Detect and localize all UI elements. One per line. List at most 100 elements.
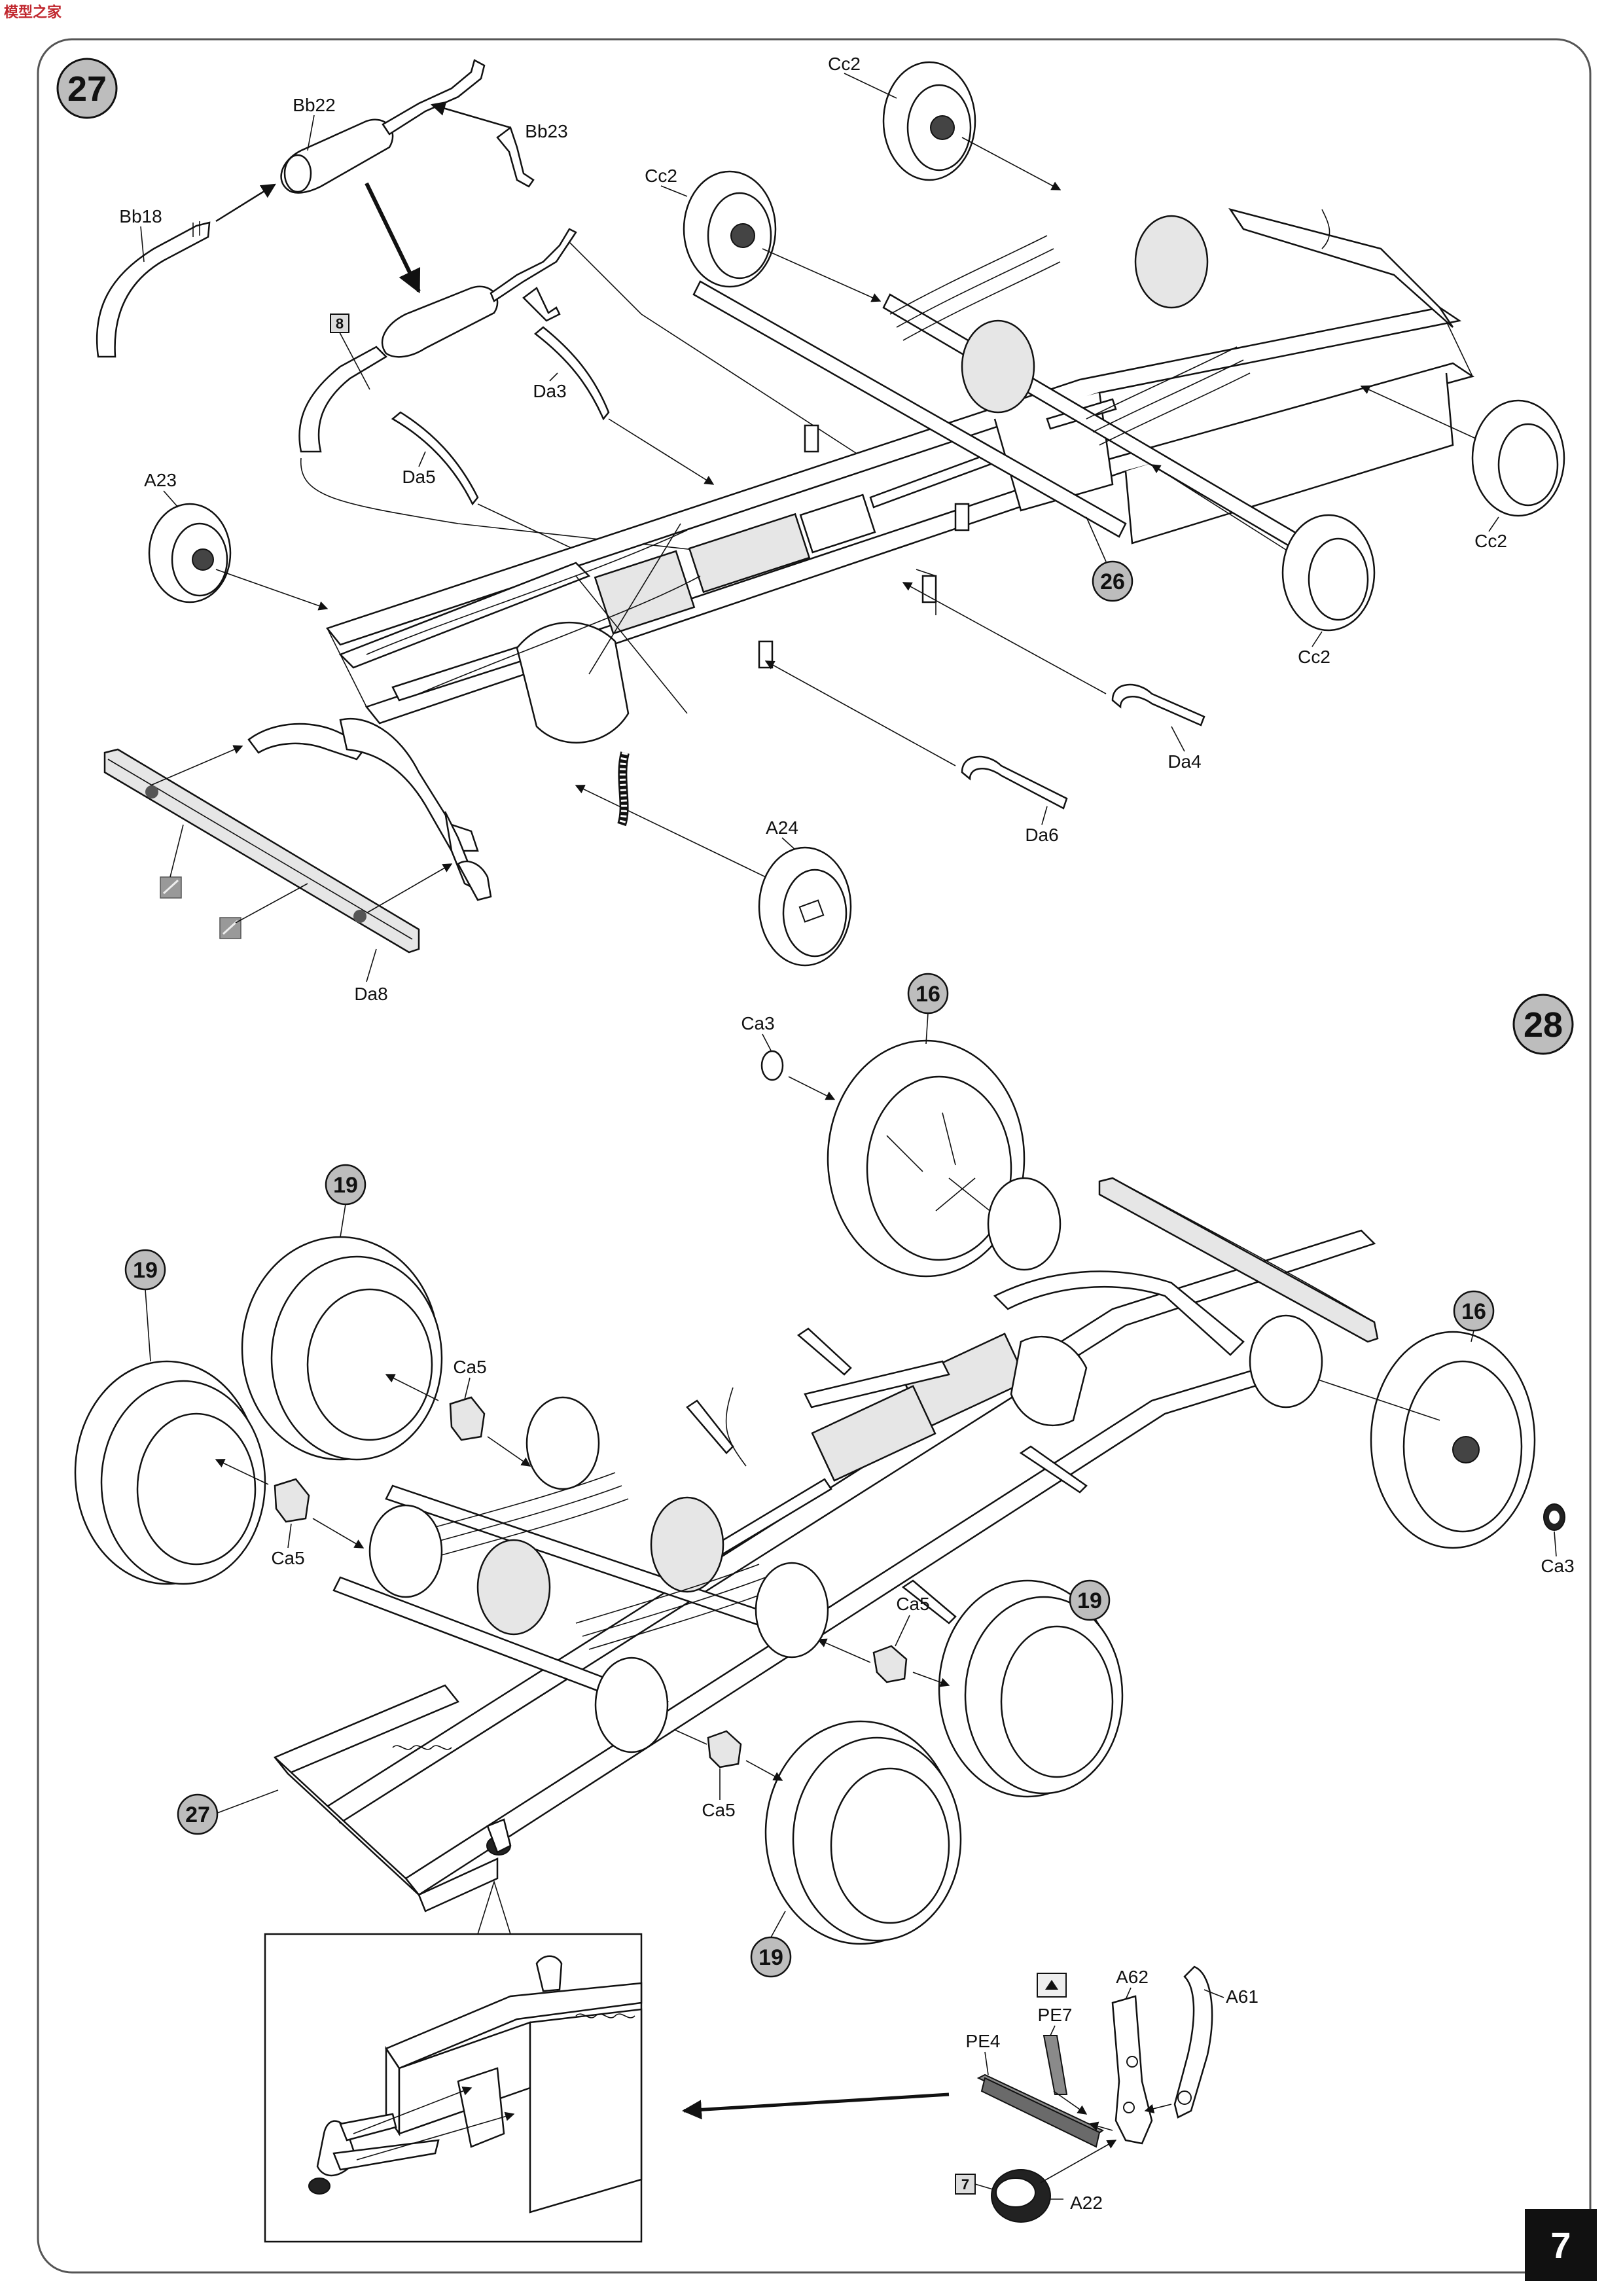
wheel-16-right xyxy=(1370,1331,1536,1549)
arrow-inset-1 xyxy=(353,2086,473,2134)
label-cc2-top: Cc2 xyxy=(828,54,861,74)
part-a22-hubcap xyxy=(991,2169,1051,2223)
part-bb18-exhaust-pipe xyxy=(96,221,211,358)
part-ca3-hubcap-right xyxy=(1543,1503,1565,1531)
chassis-frame-28 xyxy=(273,1177,1379,1912)
arrow-pe7 xyxy=(1053,2090,1088,2115)
wheel-19-left-front xyxy=(74,1360,266,1585)
part-ca5-hub-c xyxy=(872,1645,908,1683)
part-da3-fender-bracket xyxy=(534,326,610,421)
arrow-ca5-b-out xyxy=(215,1459,269,1485)
label-da3: Da3 xyxy=(533,381,566,401)
detail-inset-drawing xyxy=(308,1955,643,2214)
arrow-da8-right xyxy=(366,863,453,914)
leader-exhaust-to-frame xyxy=(300,457,694,550)
label-leaders-27 xyxy=(140,73,1499,850)
label-pe7: PE7 xyxy=(1038,2005,1073,2025)
part-da4-bracket xyxy=(1111,683,1205,726)
label-pe4: PE4 xyxy=(966,2031,1001,2051)
label-a61: A61 xyxy=(1226,1986,1258,2007)
wheel-16-top xyxy=(827,1039,1026,1278)
step-28-badge: 28 xyxy=(1512,994,1574,1055)
photo-etch-icon xyxy=(1037,1973,1067,1998)
ref-circle-19-a: 19 xyxy=(325,1164,366,1206)
part-cc2-rear-wheel-left xyxy=(683,170,777,288)
leader-16-top xyxy=(925,1013,929,1045)
ref-circle-16-top: 16 xyxy=(907,973,949,1014)
front-axle-assembly xyxy=(247,717,492,901)
part-a61-hook xyxy=(1173,1965,1213,2119)
label-ca5-c: Ca5 xyxy=(896,1594,929,1614)
wheel-19-left-back xyxy=(241,1236,443,1461)
arrow-ca5-d-out xyxy=(745,1760,783,1781)
arrow-a23 xyxy=(215,569,329,611)
label-ca3-top: Ca3 xyxy=(741,1013,774,1033)
part-bb23-bracket xyxy=(496,126,535,188)
ref-circle-19-d: 19 xyxy=(750,1936,792,1978)
label-a24: A24 xyxy=(766,817,798,838)
part-a23-front-wheel xyxy=(148,503,232,603)
square-ref-7: 7 xyxy=(955,2174,976,2195)
arrow-to-inset xyxy=(682,2092,950,2120)
part-da8-front-bumper xyxy=(103,748,420,954)
svg-text:7: 7 xyxy=(961,2176,969,2193)
svg-text:19: 19 xyxy=(758,1945,783,1970)
svg-text:27: 27 xyxy=(185,1803,210,1827)
label-ca3-right: Ca3 xyxy=(1541,1556,1574,1576)
arrow-bb23 xyxy=(430,101,511,129)
arrow-cc2-right xyxy=(1360,385,1476,439)
leaders-da8 xyxy=(169,824,377,982)
svg-text:26: 26 xyxy=(1100,569,1125,594)
leader-square8 xyxy=(339,332,370,390)
ref-circle-26: 26 xyxy=(1092,560,1133,602)
label-a22: A22 xyxy=(1070,2193,1103,2213)
part-ca3-hubcap-top xyxy=(760,1050,784,1081)
part-ca5-hub-a xyxy=(449,1396,486,1441)
arrow-inset-2 xyxy=(356,2111,515,2161)
label-cc2-left: Cc2 xyxy=(645,166,677,186)
svg-text:27: 27 xyxy=(67,69,107,109)
label-bb22: Bb22 xyxy=(293,95,335,115)
arrow-muffler-move xyxy=(365,182,421,294)
svg-text:16: 16 xyxy=(916,982,940,1007)
site-logo: 模型之家 xyxy=(4,4,62,20)
label-leaders-hook xyxy=(984,1987,1224,2200)
leader-16-right xyxy=(1471,1330,1474,1342)
step-27-badge: 27 xyxy=(56,58,118,119)
arrow-cc2-top xyxy=(961,137,1061,190)
leader-square7 xyxy=(974,2183,993,2190)
label-da4: Da4 xyxy=(1168,751,1201,772)
label-da8: Da8 xyxy=(354,984,387,1004)
label-da6: Da6 xyxy=(1025,825,1058,845)
arrow-ca5-a-out xyxy=(385,1374,439,1401)
page-frame xyxy=(37,38,1592,2274)
arrow-da4 xyxy=(902,582,1107,694)
arrow-ca5-a-in xyxy=(487,1436,531,1467)
label-ca5-a: Ca5 xyxy=(453,1357,486,1377)
svg-text:7: 7 xyxy=(1550,2225,1571,2266)
inset-pointer xyxy=(476,1880,512,1935)
label-a62: A62 xyxy=(1116,1967,1149,1987)
ref-circle-27: 27 xyxy=(177,1793,219,1835)
leader-19-a xyxy=(340,1204,346,1238)
arrow-a62 xyxy=(1088,2121,1113,2131)
part-da5-fender-bracket xyxy=(391,411,479,506)
part-cc2-rear-wheel-bottom xyxy=(1281,514,1376,632)
label-bb23: Bb23 xyxy=(525,121,567,141)
page-number-box: 7 xyxy=(1525,2209,1597,2281)
part-ca5-hub-b xyxy=(274,1478,310,1523)
part-da6-bracket xyxy=(961,755,1068,810)
leader-27 xyxy=(217,1789,279,1814)
svg-text:19: 19 xyxy=(1077,1588,1102,1613)
glue-icon-1 xyxy=(160,876,182,899)
svg-text:19: 19 xyxy=(133,1258,158,1283)
square-ref-8: 8 xyxy=(330,314,349,333)
arrow-ca5-c-in xyxy=(817,1638,871,1663)
svg-text:8: 8 xyxy=(336,315,344,332)
wheel-19-right-back xyxy=(938,1579,1124,1798)
label-a23: A23 xyxy=(144,470,177,490)
arrow-a22 xyxy=(1040,2140,1117,2183)
chassis-frame-27 xyxy=(325,207,1474,827)
arrow-da8-left xyxy=(150,745,243,786)
